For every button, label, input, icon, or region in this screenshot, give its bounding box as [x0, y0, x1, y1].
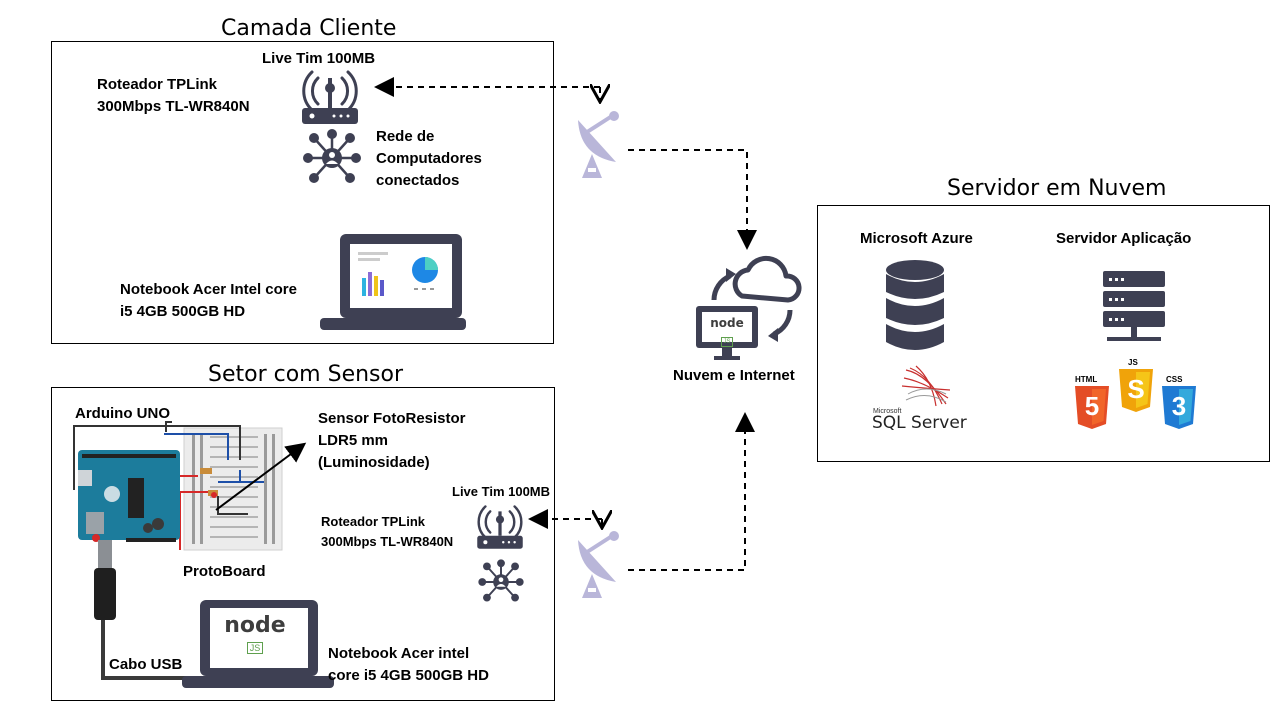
css3-caption: CSS: [1166, 375, 1183, 384]
client-router-line-1: Roteador TPLink: [97, 76, 218, 93]
client-internet-label: Live Tim 100MB: [262, 50, 376, 67]
client-router-label: Roteador TPLink 300Mbps TL-WR840N: [97, 74, 250, 118]
sensor-notebook-line-2: core i5 4GB 500GB HD: [328, 667, 489, 684]
client-router-line-2: 300Mbps TL-WR840N: [97, 98, 250, 115]
network-icon: [478, 559, 524, 602]
sensor-sector-title: Setor com Sensor: [208, 362, 404, 387]
sensor-notebook-label: Notebook Acer intel core i5 4GB 500GB HD: [328, 643, 489, 687]
cloud-node-logo: node JS: [702, 316, 752, 348]
client-notebook-line-2: i5 4GB 500GB HD: [120, 303, 246, 320]
arduino-label: Arduino UNO: [75, 405, 170, 422]
laptop-node-icon: [182, 600, 334, 688]
javascript-logo-icon: [1119, 369, 1153, 412]
nodejs-text: node: [224, 613, 286, 638]
arduino-board-image: [73, 421, 283, 572]
sql-server-name: SQL Server: [872, 413, 967, 433]
html5-caption: HTML: [1075, 375, 1098, 384]
database-icon: [886, 260, 944, 350]
router-icon: [477, 505, 523, 549]
router-icon: [302, 70, 358, 124]
css3-logo-icon: [1162, 386, 1196, 429]
sql-server-brand: Microsoft: [873, 408, 902, 415]
nodejs-js-badge: JS: [246, 642, 264, 654]
server-title: Servidor em Nuvem: [947, 176, 1167, 201]
cloud-node-text: node: [710, 316, 744, 330]
sensor-line-2: LDR5 mm: [318, 432, 389, 449]
network-line-1: Rede de: [376, 128, 435, 145]
css3-number: 3: [1171, 391, 1187, 421]
sensor-router-line-2: 300Mbps TL-WR840N: [321, 534, 454, 549]
sensor-internet-label: Live Tim 100MB: [452, 484, 551, 499]
sensor-label: Sensor FotoResistor LDR5 mm (Luminosidad…: [318, 408, 466, 474]
client-notebook-label: Notebook Acer Intel core i5 4GB 500GB HD: [120, 279, 297, 323]
azure-label: Microsoft Azure: [860, 230, 973, 247]
sensor-router-label: Roteador TPLink 300Mbps TL-WR840N: [321, 512, 453, 552]
client-layer-title: Camada Cliente: [221, 16, 397, 41]
laptop-chart-icon: [320, 234, 466, 330]
client-notebook-line-1: Notebook Acer Intel core: [120, 281, 297, 298]
sensor-notebook-line-1: Notebook Acer intel: [328, 645, 470, 662]
network-label: Rede de Computadores conectados: [376, 126, 482, 192]
app-server-label: Servidor Aplicação: [1056, 230, 1192, 247]
protoboard-label: ProtoBoard: [183, 563, 266, 580]
html5-logo-icon: [1075, 386, 1109, 429]
nodejs-logo: node JS: [215, 614, 295, 656]
app-server-icon: [1103, 271, 1165, 341]
js-caption: JS: [1128, 358, 1138, 367]
network-line-2: Computadores: [376, 150, 482, 167]
sensor-router-line-1: Roteador TPLink: [321, 514, 426, 529]
html5-number: 5: [1084, 391, 1100, 421]
network-line-3: conectados: [376, 172, 460, 189]
cloud-sync-icon: [696, 255, 802, 360]
satellite-dish-icon: [578, 111, 619, 178]
sensor-line-1: Sensor FotoResistor: [318, 410, 466, 427]
cloud-label: Nuvem e Internet: [673, 367, 795, 384]
sensor-line-3: (Luminosidade): [318, 454, 430, 471]
sql-server-logo-icon: [901, 365, 951, 407]
usb-cable-label: Cabo USB: [109, 656, 183, 673]
js-number: S: [1127, 374, 1145, 404]
satellite-dish-icon: [578, 531, 619, 598]
network-icon: [303, 129, 361, 183]
cloud-node-js-badge: JS: [721, 337, 733, 347]
usb-cable-image: [94, 568, 188, 680]
